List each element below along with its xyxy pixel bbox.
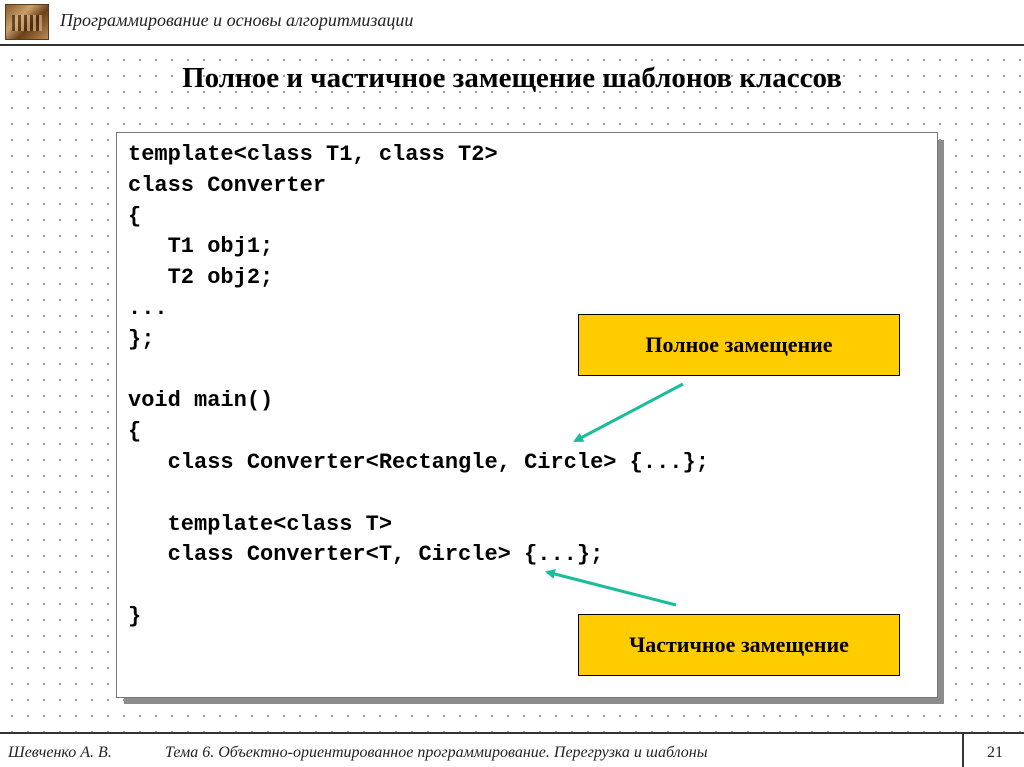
course-title: Программирование и основы алгоритмизации: [60, 10, 414, 30]
code-line: class Converter<T, Circle> {...};: [128, 542, 604, 568]
code-line: };: [128, 326, 155, 352]
code-line: T1 obj1;: [128, 234, 274, 260]
book-logo-icon: [5, 4, 49, 40]
code-box: [116, 132, 938, 698]
header-divider: [0, 44, 1024, 46]
footer-topic: Тема 6. Объектно-ориентированное програм…: [165, 744, 708, 761]
code-line: {: [128, 419, 142, 445]
code-line: template<class T>: [128, 511, 393, 537]
code-line: class Converter<Rectangle, Circle> {...}…: [128, 449, 709, 475]
code-line: {: [128, 203, 142, 229]
slide-title: Полное и частичное замещение шаблонов кл…: [182, 62, 842, 94]
code-line: class Converter: [128, 172, 327, 198]
code-line: ...: [128, 295, 168, 321]
footer-author: Шевченко А. В.: [8, 744, 112, 761]
code-line: void main(): [128, 388, 274, 414]
code-listing: template<class T1, class T2> class Conve…: [128, 140, 709, 633]
footer-page-separator: [962, 734, 964, 767]
code-line: }: [128, 603, 142, 629]
partial-substitution-callout: Частичное замещение: [578, 614, 900, 676]
code-line: T2 obj2;: [128, 265, 274, 291]
full-substitution-callout: Полное замещение: [578, 314, 900, 376]
page-number: 21: [987, 744, 1003, 761]
code-line: template<class T1, class T2>: [128, 142, 498, 167]
slide-header: Программирование и основы алгоритмизации: [0, 0, 1024, 44]
footer-divider: [0, 732, 1024, 734]
